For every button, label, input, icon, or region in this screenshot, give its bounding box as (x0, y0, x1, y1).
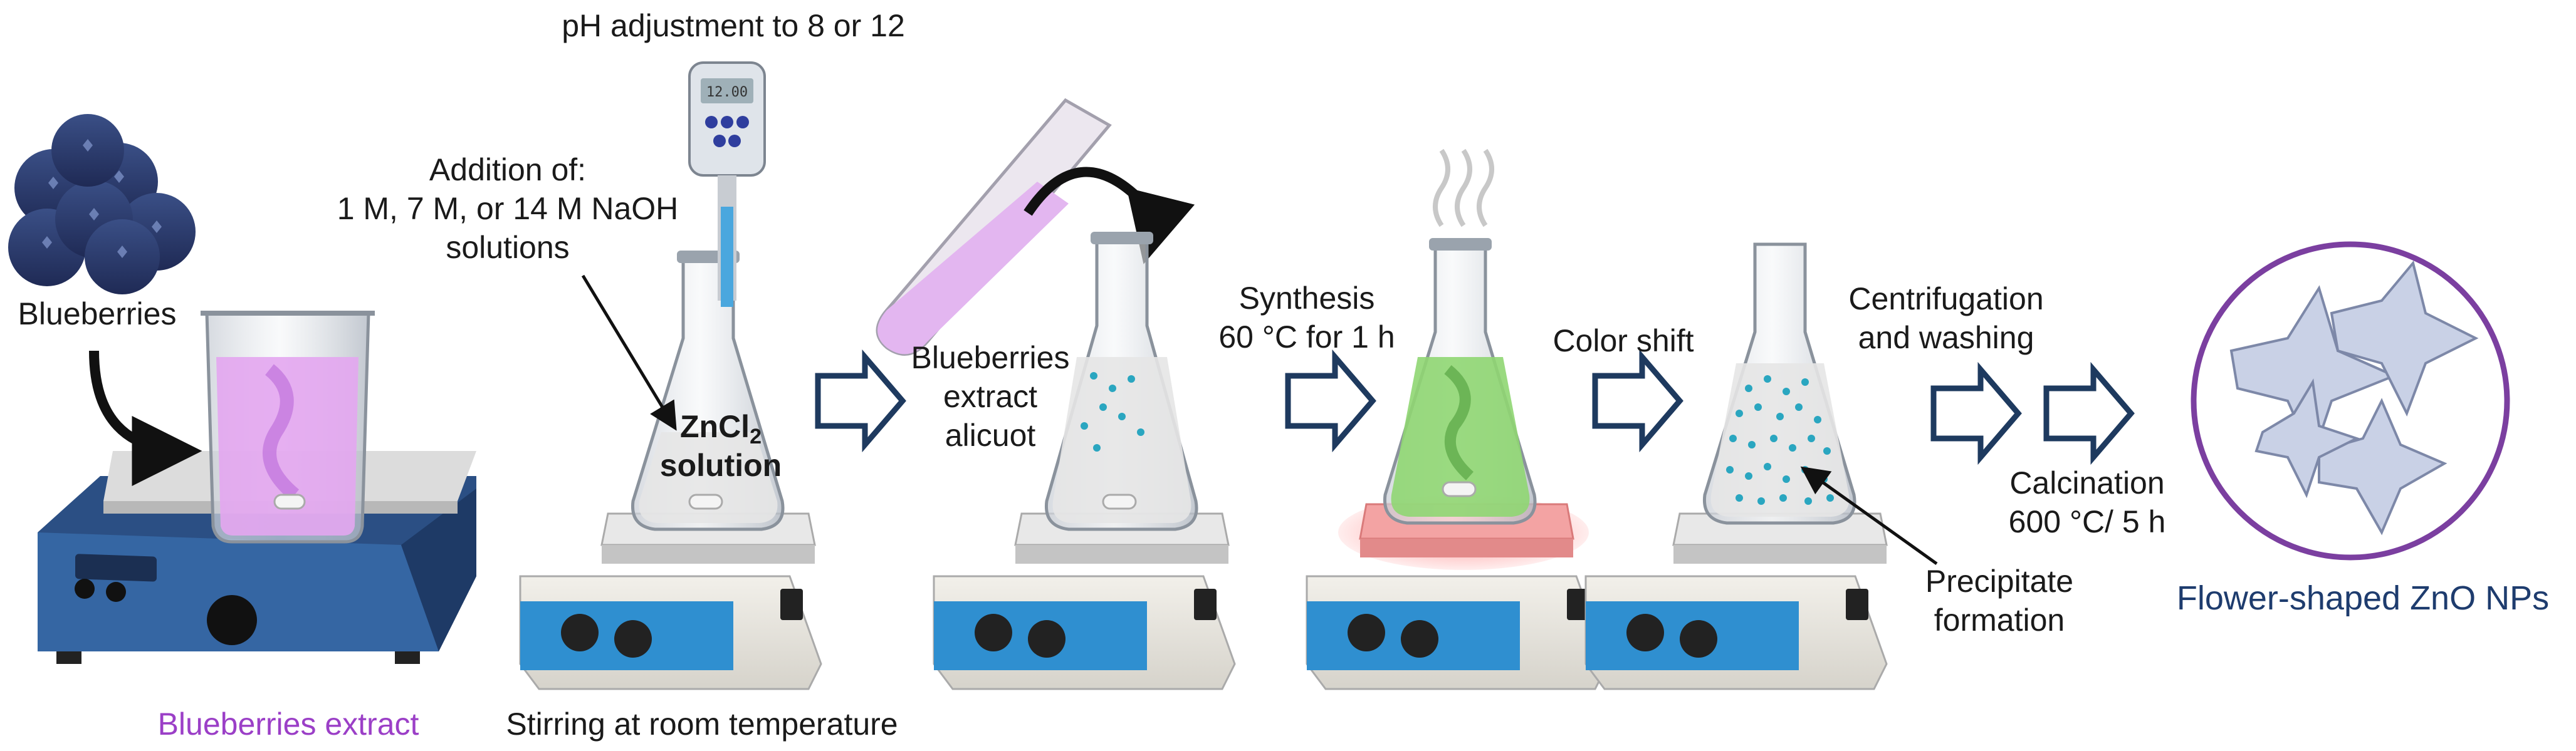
test-tube-icon (876, 98, 1112, 356)
process-arrow-icon (1930, 361, 2022, 465)
zncl2-main: ZnCl (679, 409, 750, 444)
curved-arrow-icon (89, 350, 202, 486)
stirrer-icon (519, 512, 822, 690)
steam-icon (1433, 148, 1494, 227)
addition-line-2: 1 M, 7 M, or 14 M NaOH (337, 191, 679, 226)
stirring-label: Stirring at room temperature (506, 707, 898, 742)
zncl2-solution-label: ZnCl2 solution (646, 407, 796, 485)
zncl2-solution-word: solution (659, 448, 782, 483)
blueberries-label: Blueberries (18, 296, 177, 331)
pointer-line (1800, 466, 1938, 566)
blueberry-icon (8, 114, 196, 294)
beaker-icon (201, 311, 375, 544)
process-arrow-icon (1592, 349, 1683, 453)
precipitate-label: Precipitate formation (1905, 562, 2093, 640)
process-arrow-icon (1285, 349, 1376, 453)
product-circle (2191, 241, 2510, 561)
aliquot-line-2: extract (943, 379, 1038, 414)
flask-icon (1044, 232, 1198, 531)
synthesis-line-2: 60 °C for 1 h (1218, 319, 1395, 355)
aliquot-label: Blueberries extract alicuot (890, 338, 1091, 455)
zncl2-formula: ZnCl2 (646, 407, 796, 448)
calcination-label: Calcination 600 °C/ 5 h (1981, 464, 2194, 541)
aliquot-line-1: Blueberries (911, 340, 1070, 375)
blueberries-cluster (8, 114, 196, 294)
product-label: Flower-shaped ZnO NPs (2176, 579, 2550, 617)
stirrer-icon (1584, 512, 1888, 690)
flask-icon (1383, 238, 1537, 525)
centrifugation-line-1: Centrifugation (1848, 281, 2044, 316)
addition-line-1: Addition of: (429, 152, 587, 187)
centrifugation-label: Centrifugation and washing (1827, 279, 2065, 357)
flask-icon (1702, 242, 1856, 525)
curved-arrow-icon (1024, 167, 1195, 264)
precipitate-line-2: formation (1934, 603, 2065, 638)
zncl2-subscript: 2 (750, 425, 762, 448)
blueberries-extract-label: Blueberries extract (157, 707, 419, 742)
precipitate-line-1: Precipitate (1925, 564, 2074, 599)
addition-label: Addition of: 1 M, 7 M, or 14 M NaOH solu… (301, 150, 715, 267)
synthesis-label: Synthesis 60 °C for 1 h (1203, 279, 1410, 356)
process-arrow-icon (815, 349, 906, 453)
color-shift-label: Color shift (1552, 323, 1694, 358)
calcination-line-2: 600 °C/ 5 h (2008, 504, 2166, 539)
aliquot-line-3: alicuot (945, 418, 1036, 453)
calcination-line-1: Calcination (2009, 465, 2165, 500)
centrifugation-line-2: and washing (1858, 320, 2034, 355)
ph-adjustment-label: pH adjustment to 8 or 12 (562, 8, 905, 43)
process-arrow-icon (2043, 361, 2135, 465)
flask-icon (631, 251, 785, 531)
synthesis-line-1: Synthesis (1238, 281, 1375, 316)
stirrer-icon (933, 512, 1236, 690)
ph-meter-icon: 12.00 (688, 61, 766, 307)
ph-reading: 12.00 (706, 85, 748, 100)
star-crystal-icon (2229, 260, 2479, 536)
pointer-line (581, 274, 677, 431)
addition-line-3: solutions (446, 230, 570, 265)
